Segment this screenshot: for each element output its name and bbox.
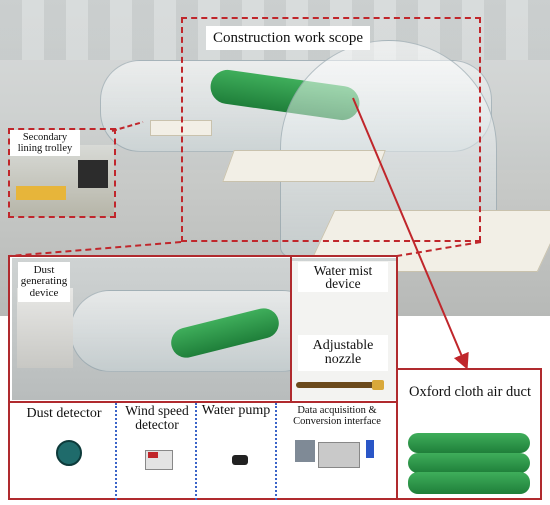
water-pump-label: Water pump [201, 403, 271, 418]
trolley-body [16, 186, 66, 200]
mist-divider [290, 257, 292, 401]
wind-speed-label: Wind speed detector [125, 403, 189, 433]
data-acquisition-label: Data acquisition & Conversion interface [293, 405, 381, 428]
trolley-cabinet [78, 160, 108, 188]
wind-speed-display [148, 452, 158, 458]
construction-scope-label: Construction work scope [206, 26, 370, 50]
trolley-box [8, 128, 116, 218]
oxford-duct-arrow [352, 97, 469, 370]
scope-link-right [396, 241, 482, 257]
nozzle-tip [372, 380, 384, 390]
rolled-duct-2 [408, 453, 530, 473]
dust-generating-label: Dust generating device [18, 262, 70, 302]
trolley-pointer [111, 121, 144, 132]
water-pump-device [232, 455, 248, 465]
oxford-duct-box [396, 368, 542, 500]
separator-1 [115, 403, 117, 500]
separator-2 [195, 403, 197, 500]
adjustable-nozzle-label: Adjustable nozzle [298, 335, 388, 371]
power-supply [318, 442, 360, 468]
dust-detector-label: Dust detector [26, 406, 102, 421]
rolled-duct-1 [408, 433, 530, 453]
water-mist-label: Water mist device [298, 262, 388, 292]
rolled-duct-3 [408, 472, 530, 494]
panel-divider [8, 401, 398, 403]
usb-converter [366, 440, 374, 458]
nozzle-rod [296, 382, 380, 388]
separator-3 [275, 403, 277, 500]
trolley-label: Secondary lining trolley [10, 130, 80, 156]
construction-scope-box [181, 17, 481, 242]
oxford-duct-label: Oxford cloth air duct [408, 384, 531, 401]
scope-link-left [9, 241, 182, 257]
daq-module [295, 440, 315, 462]
dust-detector-device [56, 440, 82, 466]
